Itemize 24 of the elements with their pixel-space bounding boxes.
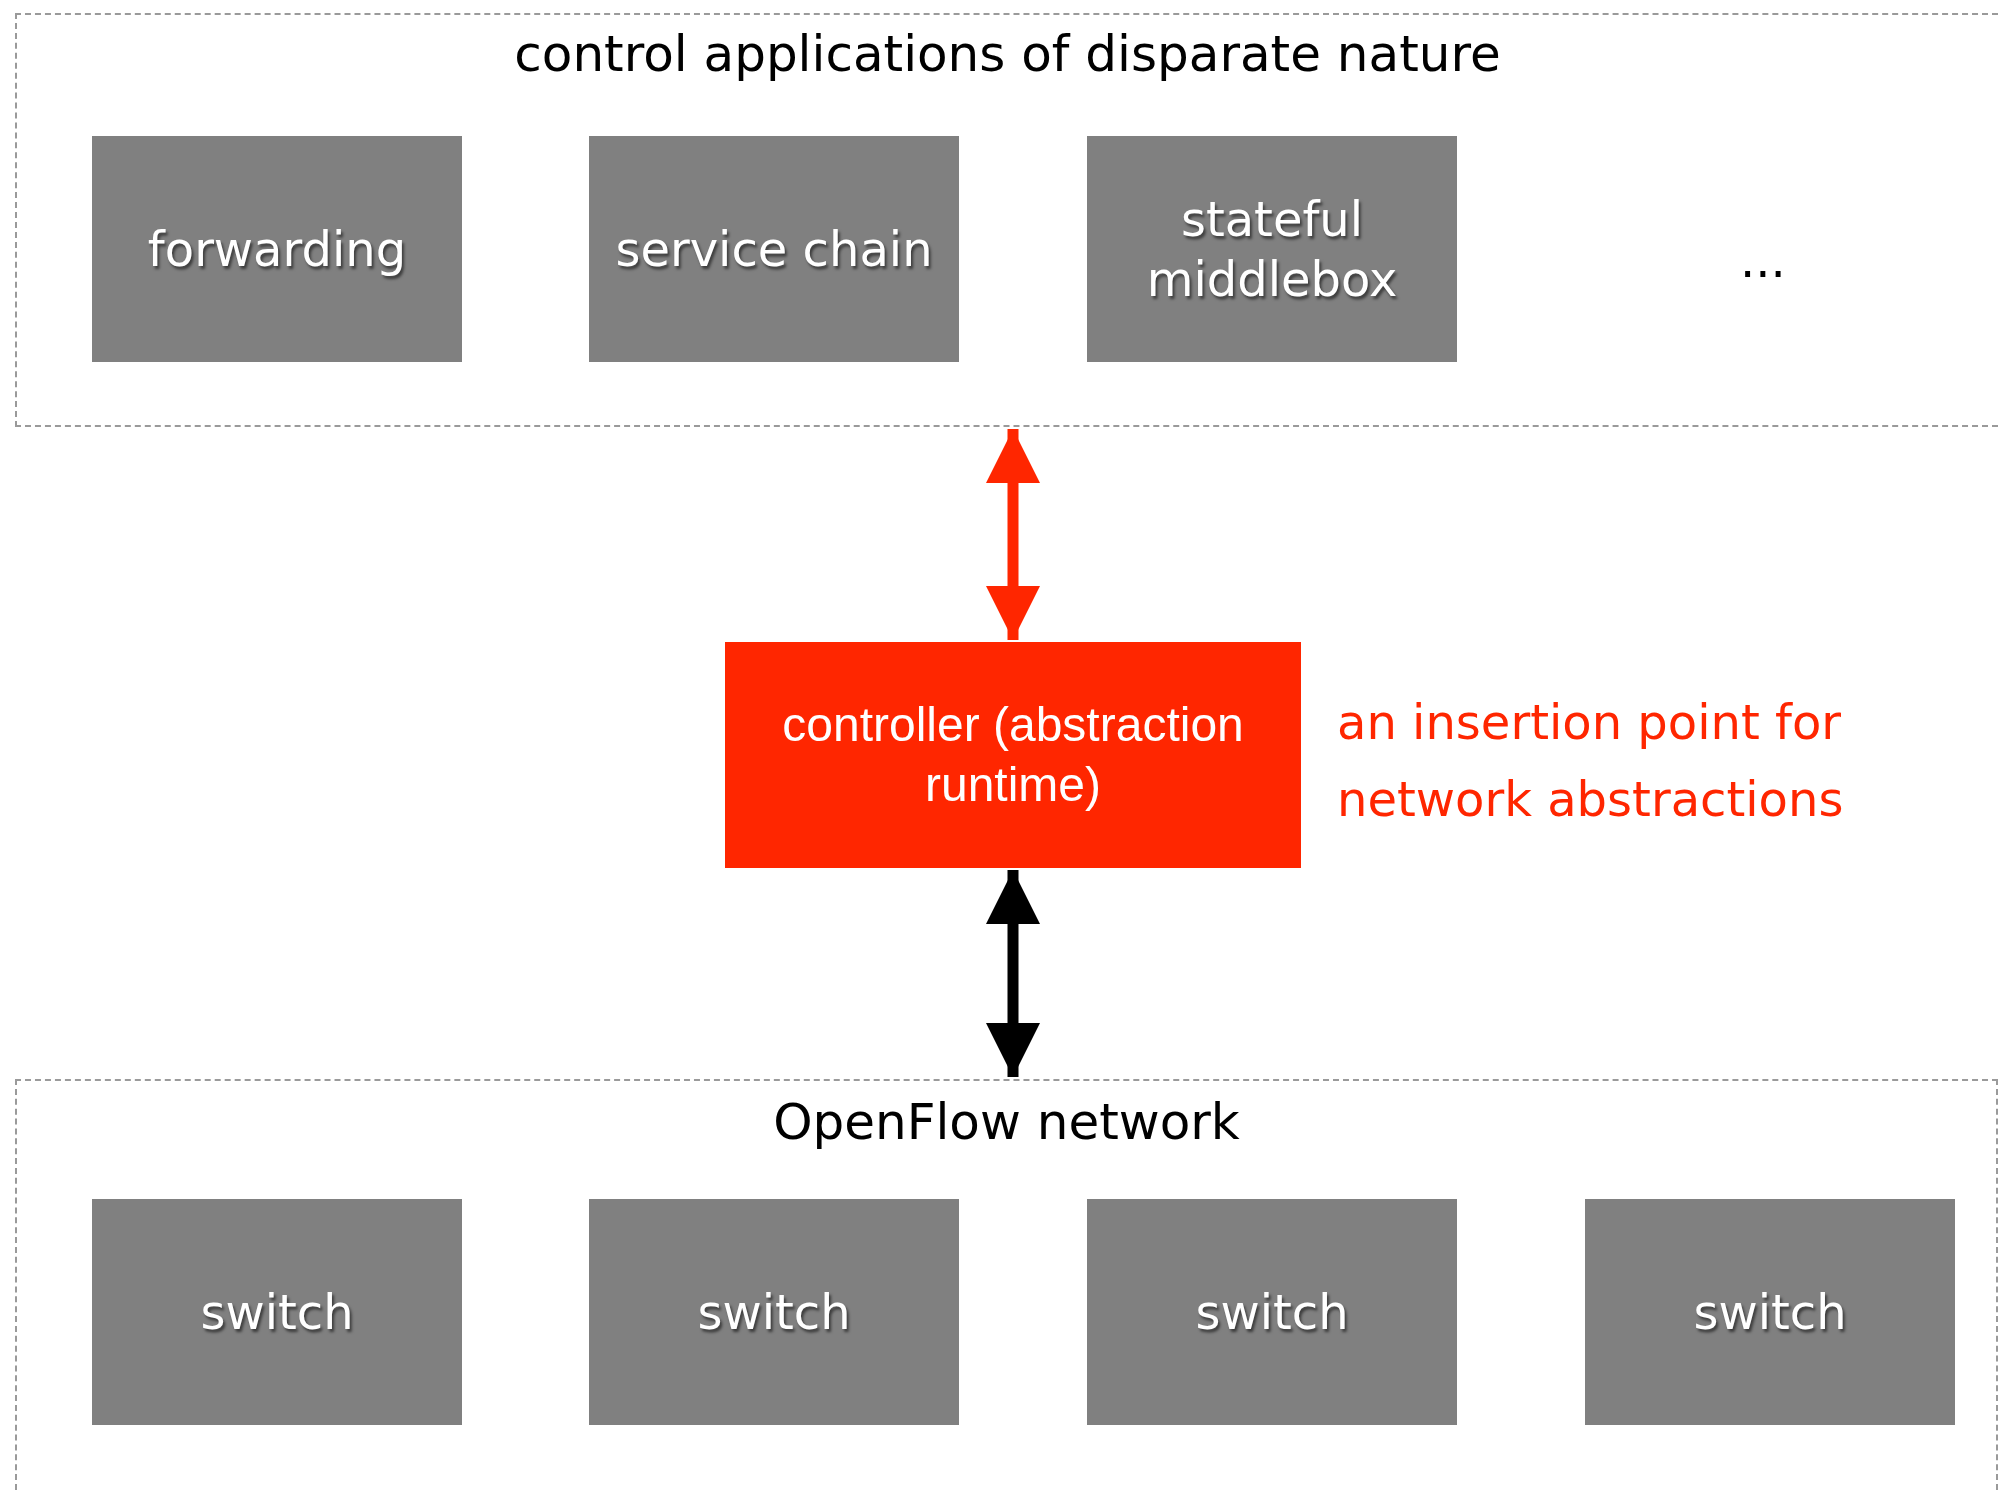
process-box [1087,136,1457,362]
box-label: service chain [614,220,934,279]
box-label: switch [199,1283,355,1342]
controller-box [725,642,1301,868]
process-box [589,1199,959,1425]
process-box [92,1199,462,1425]
annotation-text: an insertion point for network abstractions [1337,693,1845,829]
box-label: switch [1194,1283,1350,1342]
double-arrow [986,429,1040,640]
process-box [1087,1199,1457,1425]
process-box [1585,1199,1955,1425]
box-label: forwarding [146,220,408,279]
group-title: OpenFlow network [773,1093,1240,1151]
group-title: control applications of disparate nature [514,25,1501,83]
process-box [589,136,959,362]
ellipsis-text: ... [1740,232,1786,288]
box-label: stateful middlebox [1145,190,1399,309]
box-label: controller (abstraction runtime) [781,697,1245,813]
box-label: switch [696,1283,852,1342]
dashed-group-frame [15,1079,1998,1490]
dashed-group-frame [15,13,1998,427]
double-arrow [986,870,1040,1077]
box-label: switch [1692,1283,1848,1342]
process-box [92,136,462,362]
